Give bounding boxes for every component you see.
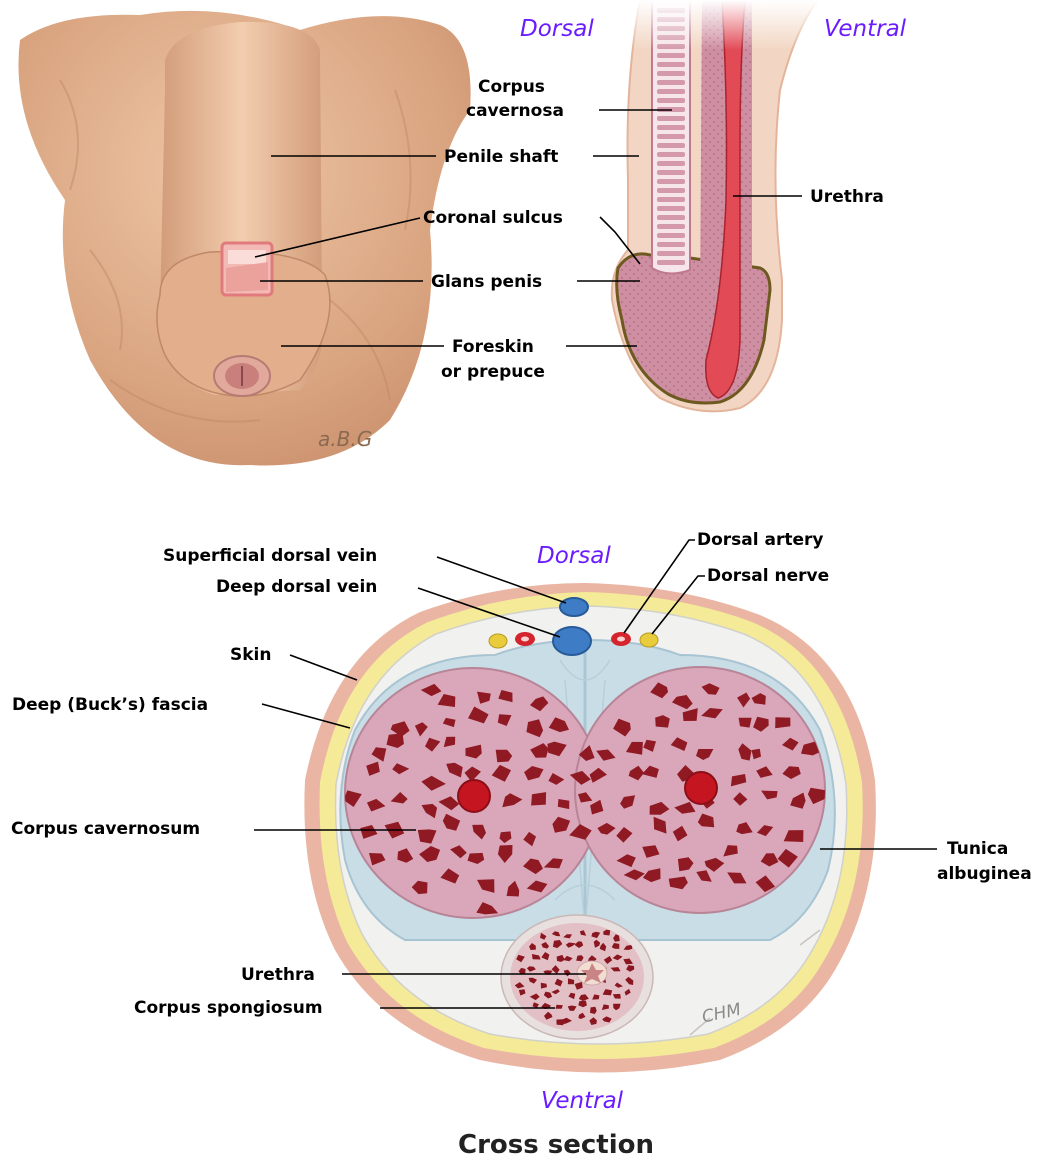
cavernosa-lamella bbox=[657, 80, 685, 85]
label-bucks-fascia: Deep (Buck’s) fascia bbox=[12, 695, 208, 715]
label-corpus-spongiosum: Corpus spongiosum bbox=[134, 998, 323, 1018]
cavernosa-lamella bbox=[657, 215, 685, 220]
cs-superficial-dorsal-vein bbox=[560, 598, 588, 616]
artist-signature: a.B.G bbox=[318, 427, 372, 451]
cavernosa-lamella bbox=[657, 152, 685, 157]
sagittal-view-illustration bbox=[600, 0, 840, 411]
cavernosa-lamella bbox=[657, 260, 685, 265]
label-corpus-cavernosum: Corpus cavernosum bbox=[11, 819, 200, 839]
cs-dorsal-nerve-left bbox=[489, 634, 507, 648]
label-skin: Skin bbox=[230, 645, 271, 665]
cavernosa-lamella bbox=[657, 233, 685, 238]
label-dorsal-nerve: Dorsal nerve bbox=[707, 566, 829, 586]
cavernosa-lamella bbox=[657, 134, 685, 139]
cs-cavernosal-artery-left bbox=[458, 780, 490, 812]
cavernosa-lamella bbox=[657, 62, 685, 67]
sagittal-top-fade bbox=[600, 0, 840, 50]
cavernosa-lamella bbox=[657, 53, 685, 58]
label-tunica-line1: Tunica bbox=[947, 839, 1008, 859]
label-coronal-sulcus: Coronal sulcus bbox=[423, 208, 563, 228]
cavernosal-sinusoid bbox=[739, 718, 752, 728]
cavernosa-lamella bbox=[657, 251, 685, 256]
label-urethra-top: Urethra bbox=[810, 187, 884, 207]
cavernosa-lamella bbox=[657, 116, 685, 121]
label-superficial-dorsal-vein: Superficial dorsal vein bbox=[163, 546, 377, 566]
label-deep-dorsal-vein: Deep dorsal vein bbox=[216, 577, 377, 597]
label-corpus-cavernosa-line2: cavernosa bbox=[466, 101, 564, 121]
cavernosa-lamella bbox=[657, 242, 685, 247]
cavernosa-lamella bbox=[657, 125, 685, 130]
label-urethra-cross: Urethra bbox=[241, 965, 315, 985]
label-corpus-cavernosa-line1: Corpus bbox=[478, 77, 545, 97]
cross-section-illustration: CHM bbox=[304, 583, 876, 1073]
cavernosa-lamella bbox=[657, 197, 685, 202]
label-foreskin-line2: or prepuce bbox=[441, 362, 545, 382]
cavernosa-lamella bbox=[657, 170, 685, 175]
top-dorsal-label: Dorsal bbox=[520, 16, 594, 42]
cavernosa-lamella bbox=[657, 206, 685, 211]
label-dorsal-artery: Dorsal artery bbox=[697, 530, 824, 550]
cs-dorsal-nerve-right bbox=[640, 633, 658, 647]
cavernosa-lamella bbox=[657, 98, 685, 103]
cavernosa-lamella bbox=[657, 143, 685, 148]
cavernosa-lamella bbox=[657, 224, 685, 229]
cross-ventral-label: Ventral bbox=[541, 1088, 624, 1114]
label-glans-penis: Glans penis bbox=[431, 272, 542, 292]
cs-corpus-spongiosum bbox=[510, 923, 644, 1031]
cavernosa-lamella bbox=[657, 188, 685, 193]
leader-skin bbox=[290, 655, 357, 680]
top-ventral-label: Ventral bbox=[824, 16, 907, 42]
cs-cavernosal-artery-right bbox=[685, 772, 717, 804]
cavernosal-sinusoid bbox=[775, 717, 790, 728]
cavernosal-sinusoid bbox=[531, 792, 546, 805]
label-tunica-line2: albuginea bbox=[937, 864, 1032, 884]
cross-section-caption: Cross section bbox=[458, 1130, 654, 1160]
cavernosa-lamella bbox=[657, 161, 685, 166]
spongiosal-sinusoid bbox=[556, 1005, 563, 1009]
external-view-illustration: a.B.G bbox=[18, 11, 470, 466]
cs-deep-dorsal-vein bbox=[553, 627, 591, 655]
cavernosa-lamella bbox=[657, 179, 685, 184]
label-foreskin-line1: Foreskin bbox=[452, 337, 534, 357]
cavernosa-lamella bbox=[657, 71, 685, 76]
cross-dorsal-label: Dorsal bbox=[537, 543, 611, 569]
label-penile-shaft: Penile shaft bbox=[444, 147, 558, 167]
cavernosa-lamella bbox=[657, 89, 685, 94]
